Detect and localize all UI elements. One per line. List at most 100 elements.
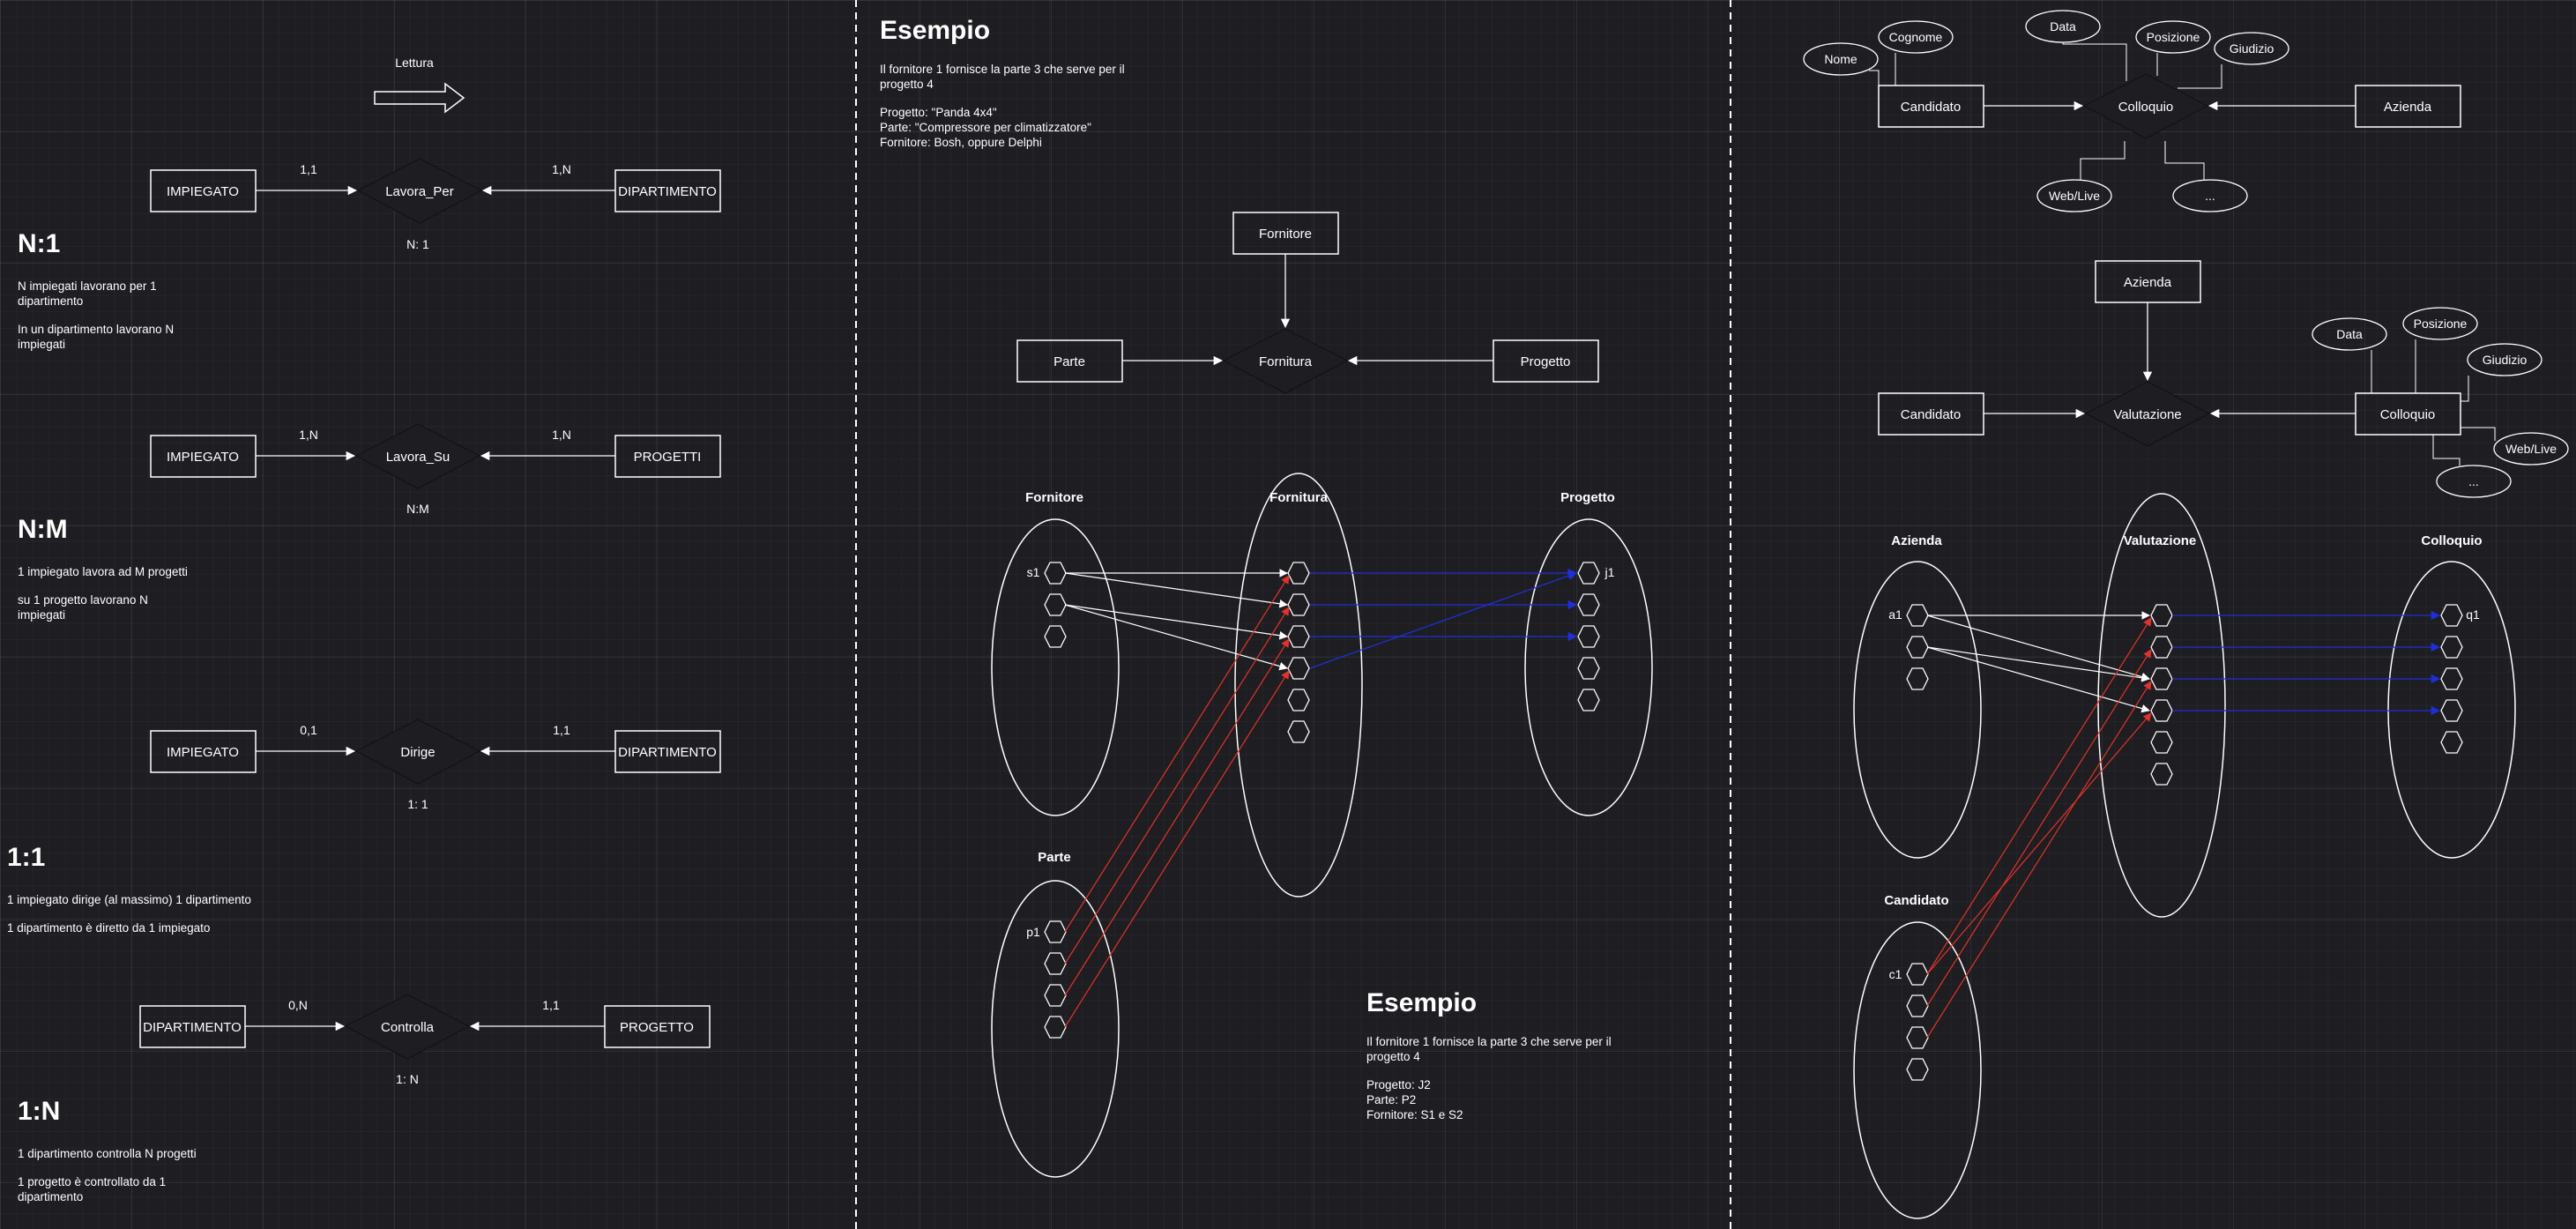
instance-hexagon[interactable] (2440, 731, 2463, 754)
relation-label: Controlla (381, 1020, 435, 1035)
instance-hexagon[interactable] (1287, 562, 1310, 585)
cardinality: 1,1 (542, 998, 560, 1012)
attr-cognome[interactable] (1878, 20, 1954, 54)
set-fornitore[interactable] (991, 518, 1120, 816)
instance-hexagon[interactable] (2150, 763, 2173, 786)
instance-hexagon[interactable] (1906, 636, 1929, 659)
instance-hexagon[interactable] (1906, 994, 1929, 1017)
instance-hexagon[interactable] (1906, 1026, 1929, 1049)
relation-label: Fornitura (1259, 354, 1313, 369)
instance-hexagon[interactable] (2440, 636, 2463, 659)
entity-label: IMPIEGATO (167, 745, 239, 760)
instance-hexagon[interactable] (1044, 562, 1067, 585)
relation-label: Colloquio (2118, 100, 2174, 115)
set-label: Candidato (1884, 893, 1948, 908)
cardinality: 1,1 (553, 723, 570, 737)
attr-label: Cognome (1889, 30, 1943, 44)
set-azienda[interactable] (1853, 561, 1982, 859)
cardinality: 0,1 (300, 723, 317, 737)
instances-fornitura: Fornitore Fornitura Progetto Parte s1 j1… (991, 473, 1653, 1178)
section-11: 1:1 1 impiegato dirige (al massimo) 1 di… (7, 843, 251, 935)
instance-hexagon[interactable] (1577, 593, 1600, 616)
set-label: Parte (1038, 850, 1071, 865)
set-label: Progetto (1560, 490, 1615, 505)
attr-label: Web/Live (2505, 442, 2557, 456)
section-body: N impiegati lavorano per 1 dipartimento … (18, 279, 175, 351)
rel-lavora-per: IMPIEGATO Lavora_Per DIPARTIMENTO 1,1 1,… (150, 158, 721, 251)
instance-label: j1 (1604, 565, 1615, 579)
attr-posizione[interactable] (2135, 20, 2211, 54)
section-n1: N:1 N impiegati lavorano per 1 dipartime… (18, 229, 174, 352)
instance-hexagon[interactable] (1044, 593, 1067, 616)
instance-hexagon[interactable] (1287, 720, 1310, 743)
instance-hexagon[interactable] (1044, 952, 1067, 975)
relation-label: Lavora_Per (385, 184, 454, 199)
instance-hexagon[interactable] (1906, 667, 1929, 690)
relation-label: Valutazione (2113, 407, 2181, 422)
instance-hexagon[interactable] (1577, 625, 1600, 648)
attr-label: Posizione (2147, 30, 2200, 44)
instance-hexagon[interactable] (1577, 689, 1600, 711)
entity-label: Azienda (2124, 275, 2172, 290)
instance-hexagon[interactable] (1044, 1016, 1067, 1039)
attr-giudizio[interactable] (2214, 32, 2289, 65)
instance-label: c1 (1889, 967, 1902, 981)
attr-posizione[interactable] (2402, 307, 2478, 340)
set-parte[interactable] (991, 880, 1120, 1178)
attr-data[interactable] (2312, 317, 2387, 351)
entity-label: DIPARTIMENTO (143, 1020, 242, 1035)
instance-hexagon[interactable] (1287, 689, 1310, 711)
instance-hexagon[interactable] (2150, 731, 2173, 754)
entity-label: Parte (1053, 354, 1085, 369)
set-valutazione[interactable] (2097, 493, 2226, 918)
relation-fornitura[interactable] (1222, 328, 1349, 394)
relation-controlla[interactable] (344, 994, 471, 1060)
instance-hexagon[interactable] (1044, 920, 1067, 943)
instance-hexagon[interactable] (1906, 963, 1929, 986)
attr-more[interactable] (2436, 465, 2512, 498)
set-fornitura[interactable] (1234, 473, 1363, 898)
instance-hexagon[interactable] (1906, 1058, 1929, 1081)
instance-hexagon[interactable] (2150, 699, 2173, 722)
set-candidato[interactable] (1853, 921, 1982, 1219)
set-colloquio[interactable] (2387, 561, 2516, 859)
section-title: 1:N (18, 1097, 61, 1126)
attr-nome[interactable] (1803, 42, 1879, 76)
instance-hexagon[interactable] (1287, 593, 1310, 616)
instance-hexagon[interactable] (2440, 667, 2463, 690)
relation-lavora-per[interactable] (356, 158, 483, 224)
instance-hexagon[interactable] (2440, 699, 2463, 722)
attr-weblive[interactable] (2493, 432, 2569, 466)
section-body: 1 dipartimento controlla N progetti 1 pr… (18, 1147, 197, 1203)
cardinality: 1,N (299, 428, 318, 442)
rel-dirige: IMPIEGATO Dirige DIPARTIMENTO 0,1 1,1 1:… (150, 719, 721, 811)
relation-dirige[interactable] (354, 719, 481, 785)
rel-controlla: DIPARTIMENTO Controlla PROGETTO 0,N 1,1 … (139, 994, 711, 1086)
instance-hexagon[interactable] (2150, 604, 2173, 627)
attr-label: Giudizio (2230, 41, 2274, 56)
instance-hexagon[interactable] (1287, 657, 1310, 680)
cardinality: 1,1 (300, 162, 317, 176)
set-label: Azienda (1891, 533, 1942, 548)
entity-label: PROGETTI (634, 450, 702, 465)
relation-valutazione[interactable] (2084, 381, 2211, 447)
relation-colloquio[interactable] (2082, 73, 2209, 139)
instance-hexagon[interactable] (1287, 625, 1310, 648)
attr-giudizio[interactable] (2467, 343, 2542, 376)
instance-hexagon[interactable] (1044, 625, 1067, 648)
instance-hexagon[interactable] (1577, 562, 1600, 585)
instance-hexagon[interactable] (1044, 984, 1067, 1007)
example-body: Il fornitore 1 fornisce la parte 3 che s… (1366, 1035, 1612, 1121)
instance-hexagon[interactable] (2150, 667, 2173, 690)
attr-label: ... (2205, 189, 2215, 203)
instance-hexagon[interactable] (2150, 636, 2173, 659)
entity-label: Azienda (2384, 100, 2432, 115)
attr-weblive[interactable] (2036, 179, 2112, 212)
attr-more[interactable] (2172, 179, 2248, 212)
relation-lavora-su[interactable] (354, 423, 481, 489)
instance-hexagon[interactable] (1577, 657, 1600, 680)
set-progetto[interactable] (1524, 518, 1653, 816)
instance-hexagon[interactable] (2440, 604, 2463, 627)
instance-hexagon[interactable] (1906, 604, 1929, 627)
